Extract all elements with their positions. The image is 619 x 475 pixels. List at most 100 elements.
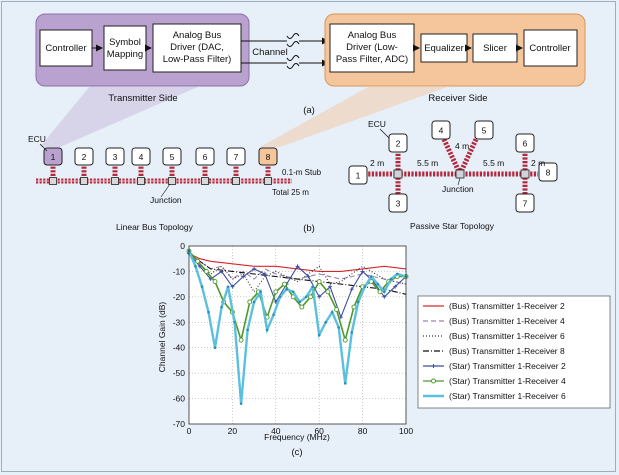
panel-label-c: (c) [291,447,302,458]
tx-bus-driver-block [152,23,242,73]
series-point-7 [363,285,367,288]
star-node-8 [538,162,558,182]
series-point-6 [334,307,340,313]
series-point-6 [325,289,331,295]
plot-border [188,245,407,425]
star-junction-pointer [457,177,461,186]
slicer-label: Slicer [483,43,507,54]
linear-bus-title: Linear Bus Topology [116,222,194,232]
x-tick-label: 60 [314,426,324,436]
tx-driver-line3: Low-Pass Filter) [163,54,232,65]
series-point-6 [342,337,348,343]
bus-node-label-8: 8 [266,152,271,162]
equalizer-label: Equalizer [424,43,464,54]
series-point-7 [330,310,334,314]
star-node-label-7: 7 [523,199,528,209]
star-junction-label: Junction [442,184,474,194]
star-node-2 [388,133,408,153]
chart-xlabel: Frequency (MHz) [264,432,330,442]
bus-node-label-1: 1 [51,152,56,162]
series-point-7 [311,285,314,288]
legend-label-4: (Bus) Transmitter 1-Receiver 8 [449,346,565,356]
star-node-label-8: 8 [546,168,551,178]
series-point-5 [349,287,354,292]
rx-bus-driver-block [329,23,415,73]
stub-label: 0.1-m Stub [282,168,322,177]
series-point-5 [295,264,300,269]
star-topology-title: Passive Star Topology [410,221,495,231]
series-point-7 [376,282,380,286]
series-point-5 [252,266,257,271]
star-node-label-5: 5 [482,126,487,136]
equalizer-block [420,33,468,63]
series-point-6 [195,258,201,264]
series-point-6 [299,304,305,310]
series-point-7 [246,328,249,332]
bus-node-label-2: 2 [82,152,87,162]
bus-node-7 [226,147,246,166]
bus-ecu-label: ECU [28,134,46,144]
rx-controller-label: Controller [529,43,570,54]
star-node-6 [515,133,535,153]
star-node-label-3: 3 [396,199,401,209]
symbol-mapping-label-2: Mapping [107,49,143,60]
y-tick-label: -50 [173,368,186,378]
slicer-block [472,33,518,63]
receiver-zoom-funnel [260,86,450,147]
star-ecu-pointer [379,128,390,139]
panel-label-b: (b) [303,223,315,234]
series-point-6 [308,294,313,300]
x-tick-label: 20 [228,426,238,436]
series-point-7 [291,290,295,294]
bus-node-4 [131,147,151,166]
series-point-7 [324,320,328,324]
bus-junction-4 [137,177,145,185]
series-point-5 [241,274,246,279]
star-node-label-1: 1 [356,171,361,181]
transmitter-side-label: Transmitter Side [108,93,177,104]
series-point-6 [273,289,279,295]
y-tick-label: -40 [173,343,186,353]
receiver-side-label: Receiver Side [428,93,487,104]
panel-label-a: (a) [303,105,315,116]
series-point-7 [285,287,288,291]
x-tick-label: 0 [187,426,192,436]
series-point-7 [383,290,386,294]
chart-legend: (Bus) Transmitter 1-Receiver 2(Bus) Tran… [417,295,611,409]
bus-node-5 [162,147,182,166]
rx-driver-line3: Pass Filter, ADC) [336,54,408,65]
legend-marker-5 [431,364,436,368]
star-node-5 [474,120,494,140]
tx-controller-label: Controller [45,43,86,54]
star-node-4 [431,120,451,140]
bus-junction-8 [264,177,272,185]
series-point-6 [316,279,322,285]
series-point-6 [282,281,287,287]
star-node-1 [348,165,368,185]
series-point-7 [239,402,243,405]
series-point-7 [343,382,347,385]
series-point-6 [377,289,383,295]
series-point-7 [304,295,308,299]
star-junction-1 [393,169,403,179]
bus-junction-2 [80,177,88,185]
x-tick-label: 80 [358,426,368,436]
y-tick-label: -30 [173,317,186,327]
bus-junction-pointer [160,183,171,198]
y-tick-label: -70 [173,419,186,429]
star-node-label-2: 2 [396,139,401,149]
series-line-1 [188,253,407,272]
legend-label-2: (Bus) Transmitter 1-Receiver 4 [449,316,565,326]
series-point-5 [382,294,387,299]
rx-controller-block [523,29,578,67]
star-node-7 [515,193,535,213]
series-point-7 [265,328,269,332]
star-node-label-4: 4 [439,126,444,136]
series-point-7 [298,300,301,304]
series-point-5 [306,274,311,279]
